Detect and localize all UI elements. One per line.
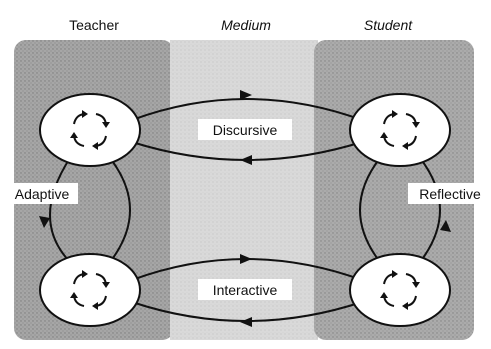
discursive-upper-arc — [131, 98, 363, 121]
interactive-label: Interactive — [213, 282, 278, 298]
discursive-label: Discursive — [213, 122, 278, 138]
cycle-icon — [70, 110, 110, 150]
cycle-icon — [380, 270, 420, 310]
student-top-node — [349, 93, 451, 167]
reflective-label-bg — [408, 183, 491, 204]
interactive-upper-arrowhead — [240, 254, 252, 264]
medium-header: Medium — [221, 17, 271, 33]
interactive-label-bg — [198, 279, 292, 300]
discursive-upper-arrowhead — [240, 90, 252, 100]
student-header: Student — [364, 17, 413, 33]
reflective-outer-arc — [419, 157, 441, 263]
discursive-lower-arrowhead — [240, 155, 252, 165]
reflective-label: Reflective — [419, 186, 481, 202]
cycle-icon — [380, 110, 420, 150]
cycle-icon — [70, 270, 110, 310]
adaptive-label-bg — [6, 183, 78, 204]
adaptive-arrowhead — [39, 216, 50, 228]
teacher-header: Teacher — [69, 17, 119, 33]
teacher-top-node — [39, 93, 141, 167]
interactive-lower-arrowhead — [240, 317, 252, 327]
adaptive-inner-arc — [109, 157, 131, 263]
adaptive-label: Adaptive — [15, 186, 70, 202]
reflective-inner-arc — [359, 157, 381, 263]
discursive-label-bg — [198, 119, 292, 140]
student-bottom-node — [349, 253, 451, 327]
adaptive-outer-arc — [49, 157, 71, 263]
teacher-bottom-node — [39, 253, 141, 327]
reflective-arrowhead — [440, 220, 451, 232]
